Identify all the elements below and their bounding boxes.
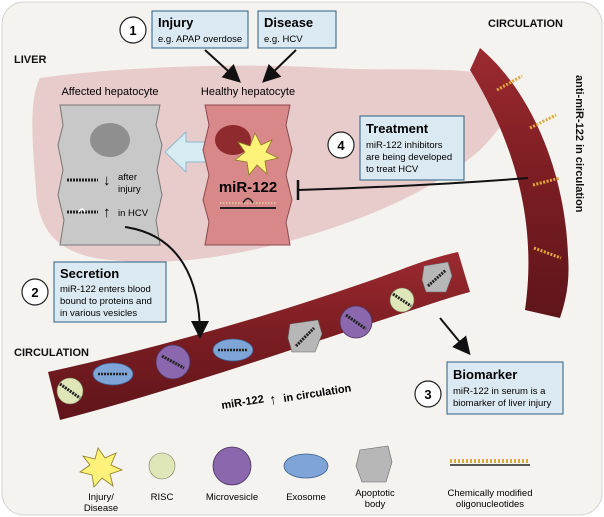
treatment-box xyxy=(359,115,465,181)
step-4-number: 4 xyxy=(337,138,345,153)
treatment-line-1: miR-122 inhibitors xyxy=(366,140,443,151)
oligonucleotides-right-vessel xyxy=(496,74,562,260)
after-injury-label-2: injury xyxy=(118,184,141,195)
treatment-line-3: to treat HCV xyxy=(366,164,419,175)
disease-sub: e.g. HCV xyxy=(264,34,303,45)
legend-microvesicle-label: Microvesicle xyxy=(206,492,258,503)
legend-injury-label-2: Disease xyxy=(84,503,118,514)
circulating-particles xyxy=(56,261,453,405)
up-arrow-icon: ↑ xyxy=(103,204,111,221)
secretion-line-3: in various vesicles xyxy=(60,308,137,319)
secretion-title: Secretion xyxy=(60,266,119,281)
up-arrow-circulation-icon: ↑ xyxy=(268,391,278,409)
liver-label: LIVER xyxy=(14,54,46,66)
injury-sub: e.g. APAP overdose xyxy=(158,34,242,45)
step-4-badge xyxy=(327,131,355,159)
inhibition-line xyxy=(297,177,529,191)
legend-apoptotic-label-1: Apoptotic xyxy=(355,488,395,499)
affected-hepatocyte-title: Affected hepatocyte xyxy=(61,86,158,98)
legend-apoptotic-label-2: body xyxy=(365,499,386,510)
disease-arrow xyxy=(262,49,297,83)
affected-nucleus xyxy=(90,123,130,157)
step-3-badge xyxy=(414,380,442,408)
legend-microvesicle-icon xyxy=(212,446,252,486)
legend-injury-label-1: Injury/ xyxy=(88,492,114,503)
biomarker-title: Biomarker xyxy=(453,367,517,382)
step-2-badge xyxy=(21,278,49,306)
step-1-badge xyxy=(119,16,147,44)
healthy-hepatocyte xyxy=(202,104,293,246)
legend-exosome-label: Exosome xyxy=(286,492,326,503)
injury-star-icon xyxy=(234,132,280,176)
injury-title: Injury xyxy=(158,15,194,30)
step-1-number: 1 xyxy=(129,23,136,38)
biomarker-arrow xyxy=(439,317,471,356)
in-hcv-label: in HCV xyxy=(118,208,149,219)
circulation-vessel-right xyxy=(470,48,569,318)
legend-oligo-label-2: oligonucleotides xyxy=(456,499,524,510)
mirna-strand-in-hcv xyxy=(67,208,98,214)
secretion-line-1: miR-122 enters blood xyxy=(60,284,151,295)
legend: Injury/ Disease RISC Microvesicle Exosom… xyxy=(79,445,533,514)
secretion-line-2: bound to proteins and xyxy=(60,296,152,307)
mir-122-label: miR-122 xyxy=(219,179,277,196)
step-2-number: 2 xyxy=(31,285,38,300)
legend-exosome-icon xyxy=(283,453,329,479)
biomarker-box xyxy=(446,361,564,415)
biomarker-line-2: biomarker of liver injury xyxy=(453,398,551,409)
down-arrow-icon: ↓ xyxy=(103,172,111,189)
treatment-line-2: are being developed xyxy=(366,152,452,163)
treatment-title: Treatment xyxy=(366,121,429,136)
biomarker-line-1: miR-122 in serum is a xyxy=(453,386,546,397)
circulation-vessel-bottom xyxy=(48,252,470,420)
disease-box xyxy=(257,10,337,49)
legend-oligo-label-1: Chemically modified xyxy=(447,488,532,499)
legend-risc-icon xyxy=(148,452,176,480)
after-injury-label-1: after xyxy=(118,172,137,183)
secretion-box xyxy=(53,261,167,323)
legend-oligo-icon xyxy=(450,459,530,466)
legend-apoptotic-icon xyxy=(355,445,393,483)
secretion-arrow xyxy=(124,226,209,339)
step-3-number: 3 xyxy=(424,387,431,402)
injury-box xyxy=(151,10,249,49)
legend-risc-label: RISC xyxy=(151,492,174,503)
circulation-bottom-label: CIRCULATION xyxy=(14,347,89,359)
anti-mir-vertical-label: anti-miR-122 in circulation xyxy=(573,75,585,213)
disease-title: Disease xyxy=(264,15,313,30)
legend-injury-star-icon xyxy=(79,447,124,488)
healthy-hepatocyte-title: Healthy hepatocyte xyxy=(201,86,295,98)
mirna-strand-healthy xyxy=(220,197,276,209)
circulation-top-label: CIRCULATION xyxy=(488,18,563,30)
injury-arrow xyxy=(204,49,241,83)
